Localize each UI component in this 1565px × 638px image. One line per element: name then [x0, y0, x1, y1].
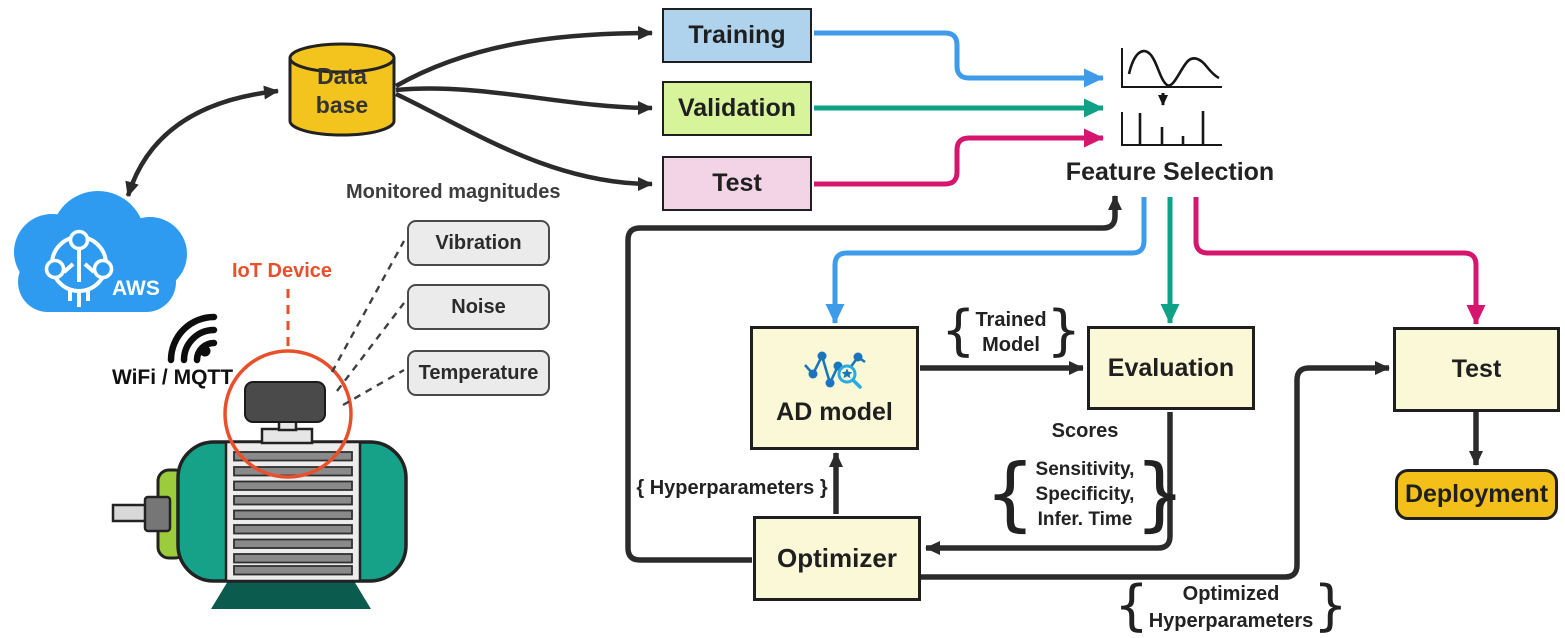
- db-to-validation-arrow: [395, 86, 653, 115]
- brace-open: {: [984, 446, 1036, 540]
- test-set-box: Test: [662, 156, 812, 211]
- waveform-icon: [1121, 48, 1222, 88]
- fs-to-test-line: [1193, 197, 1486, 325]
- db-to-training-arrow: [394, 26, 653, 88]
- magnitude-tag-noise: Noise: [407, 284, 550, 330]
- feature-output-lines: [825, 197, 1486, 325]
- fs-to-admodel-line: [825, 197, 1147, 324]
- sensor-highlight-ring: [223, 349, 353, 479]
- evaluation-to-optimizer-arrow: [925, 412, 1173, 555]
- cloud-database-arrow: [125, 85, 279, 197]
- scores-metrics-label: { Sensitivity, Specificity, Infer. Time …: [984, 446, 1186, 540]
- magnitude-tag-temperature: Temperature: [407, 350, 550, 396]
- evaluation-node: Evaluation: [1087, 326, 1255, 410]
- brace-close: }: [1046, 298, 1081, 362]
- iot-device-label: IoT Device: [232, 260, 333, 282]
- sensor-leader-lines: [330, 240, 406, 407]
- database-icon: [288, 42, 396, 137]
- database-label: Data base: [315, 63, 369, 119]
- dataset-flow-lines: [814, 30, 1104, 187]
- test-flow-line: [814, 128, 1104, 187]
- brace-open: {: [941, 298, 976, 362]
- optimizer-to-featureselection-arrow: [625, 195, 1122, 563]
- db-to-test-arrow: [395, 91, 653, 191]
- pipeline-arrows: [625, 195, 1483, 580]
- database-split-arrows: [394, 26, 653, 191]
- validation-set-box: Validation: [662, 81, 812, 136]
- magnitude-tag-vibration: Vibration: [407, 220, 550, 266]
- brace-close: }: [1313, 573, 1348, 637]
- iot-sensor-icon: [244, 381, 326, 423]
- feature-selection-icon: [1121, 48, 1222, 146]
- optimizer-node: Optimizer: [753, 516, 921, 601]
- wifi-icon: [167, 313, 218, 364]
- scores-title: Scores: [1051, 420, 1119, 442]
- motor-icon: [111, 381, 408, 609]
- monitored-magnitudes-title: Monitored magnitudes: [346, 181, 561, 203]
- feature-selection-label: Feature Selection: [1065, 158, 1275, 186]
- optimizer-to-test-arrow: [921, 361, 1390, 580]
- brace-close: }: [1134, 446, 1186, 540]
- training-flow-line: [814, 30, 1104, 88]
- ad-model-node: AD model: [750, 326, 919, 450]
- iot-circuit-icon: [44, 229, 114, 307]
- aws-label: AWS: [112, 277, 160, 300]
- training-set-box: Training: [662, 8, 812, 63]
- brace-open: {: [1114, 573, 1149, 637]
- hyperparameters-label: { Hyperparameters }: [636, 477, 828, 499]
- anomaly-detection-icon: [803, 351, 866, 389]
- wifi-protocol-label: WiFi / MQTT: [111, 366, 234, 389]
- trained-model-label: { Trained Model }: [941, 298, 1081, 362]
- deployment-node: Deployment: [1395, 469, 1558, 520]
- optimized-hyperparameters-label: { Optimized Hyperparameters }: [1114, 573, 1348, 637]
- test-node: Test: [1393, 327, 1560, 412]
- spectrum-icon: [1121, 111, 1222, 146]
- ad-model-label: AD model: [776, 398, 893, 426]
